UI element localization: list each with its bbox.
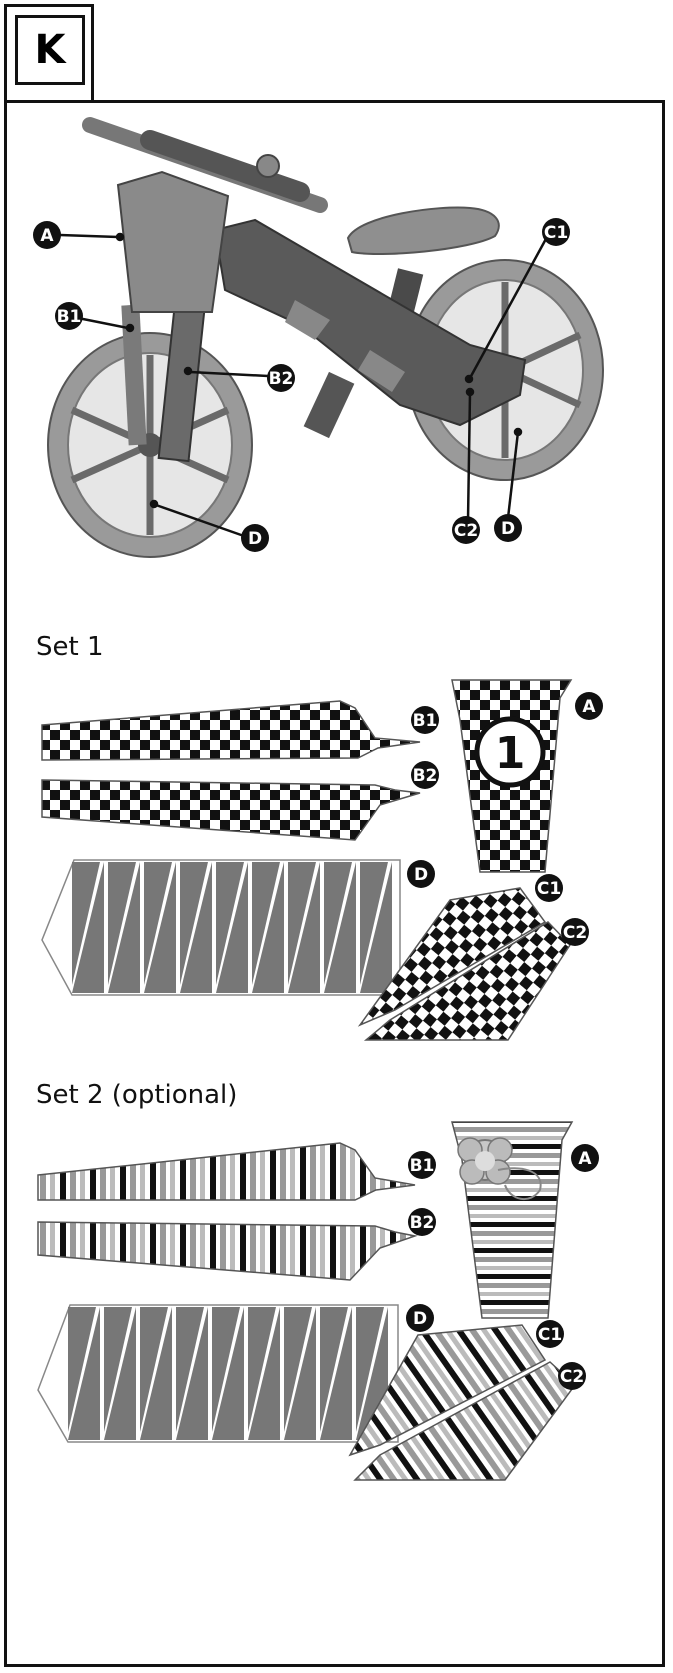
- zigzag-tooth: [216, 862, 248, 993]
- set2-callout-d: D: [406, 1304, 434, 1332]
- svg-text:A: A: [578, 1149, 592, 1169]
- svg-text:C2: C2: [454, 521, 478, 541]
- svg-text:B1: B1: [410, 1156, 435, 1176]
- set1-sticker-b1: [41, 700, 421, 761]
- zigzag-tooth: [284, 1307, 312, 1432]
- svg-text:B2: B2: [413, 766, 438, 786]
- zigzag-tooth: [324, 862, 356, 993]
- set1-title: Set 1: [36, 632, 104, 662]
- zigzag-tooth: [360, 862, 388, 985]
- svg-text:B1: B1: [57, 307, 82, 327]
- svg-text:1: 1: [495, 728, 526, 779]
- svg-text:A: A: [582, 697, 596, 717]
- section-letter: K: [15, 15, 85, 85]
- zigzag-tooth: [104, 1307, 132, 1432]
- zigzag-tooth: [140, 1307, 168, 1432]
- callout-b2: B2: [267, 364, 295, 392]
- callout-c1: C1: [542, 218, 570, 246]
- zigzag-tooth: [104, 1307, 136, 1440]
- zigzag-tooth: [140, 1307, 172, 1440]
- balance-bike-illustration: [47, 117, 604, 558]
- zigzag-tooth: [108, 862, 136, 985]
- set1-callout-b1: B1: [411, 706, 439, 734]
- set2-sticker-b1: [37, 1142, 416, 1201]
- zigzag-tooth: [68, 1307, 100, 1440]
- set2-callout-b2: B2: [408, 1208, 436, 1236]
- svg-text:A: A: [40, 226, 54, 246]
- zigzag-tooth: [72, 862, 104, 993]
- callout-d-rear: D: [494, 514, 522, 542]
- set2-callout-b1: B1: [408, 1151, 436, 1179]
- zigzag-tooth: [320, 1307, 348, 1432]
- flower-emblem: [457, 1137, 542, 1200]
- callout-b1: B1: [55, 302, 83, 330]
- callout-a: A: [33, 221, 61, 249]
- zigzag-tooth: [176, 1307, 204, 1432]
- set2-title: Set 2 (optional): [36, 1080, 238, 1110]
- zigzag-tooth: [252, 862, 280, 985]
- set2-stickers: B1 B2 A D C1 C2: [37, 1121, 599, 1481]
- callout-c2: C2: [452, 516, 480, 544]
- zigzag-tooth: [356, 1307, 384, 1432]
- svg-text:D: D: [501, 519, 515, 539]
- zigzag-tooth: [284, 1307, 316, 1440]
- svg-text:D: D: [414, 865, 428, 885]
- zigzag-tooth: [324, 862, 352, 985]
- zigzag-tooth: [212, 1307, 240, 1432]
- zigzag-tooth: [180, 862, 208, 985]
- svg-text:B2: B2: [410, 1213, 435, 1233]
- svg-text:D: D: [413, 1309, 427, 1329]
- callout-leaders: [59, 232, 549, 538]
- set1-callout-d: D: [407, 860, 435, 888]
- set1-callout-c2: C2: [561, 918, 589, 946]
- callout-d-front: D: [241, 524, 269, 552]
- zigzag-tooth: [216, 862, 244, 985]
- svg-text:C2: C2: [563, 923, 587, 943]
- svg-text:C2: C2: [560, 1367, 584, 1387]
- set2-callout-c1: C1: [536, 1320, 564, 1348]
- set1-callout-a: A: [575, 692, 603, 720]
- set1-callout-b2: B2: [411, 761, 439, 789]
- zigzag-tooth: [144, 862, 172, 985]
- svg-text:C1: C1: [538, 1325, 562, 1345]
- zigzag-tooth: [288, 862, 320, 993]
- set2-sticker-b2: [37, 1221, 418, 1281]
- svg-text:B2: B2: [269, 369, 294, 389]
- svg-text:C1: C1: [544, 223, 568, 243]
- zigzag-tooth: [252, 862, 284, 993]
- svg-text:B1: B1: [413, 711, 438, 731]
- zigzag-tooth: [320, 1307, 352, 1440]
- set1-sticker-b2: [41, 779, 421, 841]
- svg-text:C1: C1: [537, 879, 561, 899]
- zigzag-tooth: [68, 1307, 96, 1432]
- zigzag-tooth: [180, 862, 212, 993]
- bike-callouts: A B1 B2 C1 C2 D D: [33, 218, 570, 552]
- set2-callout-c2: C2: [558, 1362, 586, 1390]
- zigzag-tooth: [288, 862, 316, 985]
- front-wheel: [47, 332, 253, 558]
- set1-sticker-c1: [357, 887, 547, 1027]
- svg-text:D: D: [248, 529, 262, 549]
- zigzag-tooth: [360, 862, 392, 993]
- set1-sticker-d-teeth: [72, 862, 392, 993]
- set1-callout-c1: C1: [535, 874, 563, 902]
- section-tab: K: [4, 4, 94, 100]
- set2-sticker-d-teeth: [68, 1307, 388, 1440]
- zigzag-tooth: [72, 862, 100, 985]
- zigzag-tooth: [248, 1307, 276, 1432]
- zigzag-tooth: [144, 862, 176, 993]
- instruction-frame: [4, 100, 665, 1667]
- set1-stickers: 1 B1 B2 A D C1 C2: [41, 679, 603, 1041]
- zigzag-tooth: [212, 1307, 244, 1440]
- zigzag-tooth: [248, 1307, 280, 1440]
- set2-sticker-c1: [348, 1324, 547, 1457]
- zigzag-tooth: [108, 862, 140, 993]
- set2-callout-a: A: [571, 1144, 599, 1172]
- set1-number-emblem: 1: [474, 716, 546, 788]
- zigzag-tooth: [176, 1307, 208, 1440]
